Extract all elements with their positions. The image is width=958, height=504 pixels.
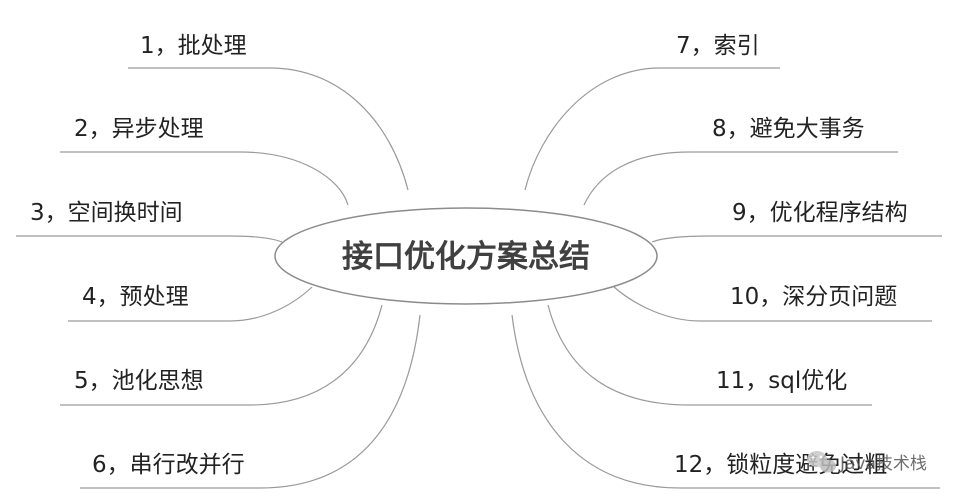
connector-left-1: [128, 67, 409, 191]
branch-label-right-4: 10，深分页问题: [730, 284, 897, 310]
connector-left-5: [60, 304, 383, 406]
connector-right-5: [547, 304, 872, 406]
central-topic-ellipse: [274, 207, 658, 305]
branch-label-left-5: 5，池化思想: [74, 368, 204, 394]
connector-left-4: [68, 286, 313, 322]
central-topic-title: 接口优化方案总结: [342, 239, 590, 275]
connector-left-3: [16, 235, 283, 243]
branch-label-right-5: 11，sql优化: [716, 368, 847, 394]
connector-right-3: [651, 235, 942, 243]
branch-label-right-3: 9，优化程序结构: [732, 200, 908, 226]
connector-right-6: [511, 314, 940, 489]
branch-label-left-1: 1，批处理: [140, 33, 247, 59]
connector-left-2: [60, 151, 349, 206]
connector-right-1: [524, 67, 780, 191]
branch-label-right-2: 8，避免大事务: [712, 116, 865, 142]
watermark-text: Java技术栈: [839, 454, 927, 474]
connector-lines: [16, 67, 942, 489]
watermark: Java技术栈: [807, 451, 927, 474]
connector-right-2: [583, 151, 898, 206]
connector-right-4: [613, 286, 932, 322]
branch-label-left-3: 3，空间换时间: [30, 200, 183, 226]
branch-label-left-2: 2，异步处理: [74, 116, 204, 142]
branch-label-left-4: 4，预处理: [82, 284, 189, 310]
branch-label-right-6: 12，锁粒度避免过粗: [674, 452, 887, 478]
connector-left-6: [80, 314, 421, 489]
branch-label-left-6: 6，串行改并行: [92, 452, 245, 478]
branch-label-right-1: 7，索引: [676, 33, 760, 59]
wechat-icon: [807, 451, 836, 473]
